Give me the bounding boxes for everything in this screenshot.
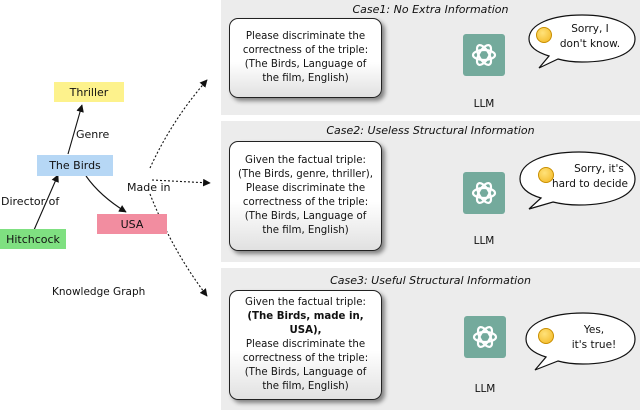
kg-edge-genre: Genre [76, 128, 110, 141]
case1-panel: Case1: No Extra Information Please discr… [221, 0, 640, 115]
prompt-line: the film, English) [262, 381, 349, 392]
speech-bubble-icon [528, 14, 636, 69]
case2-prompt-box: Given the factual triple: (The Birds, ge… [229, 141, 382, 251]
case1-llm-label: LLM [473, 98, 495, 110]
case3-prompt-box: Given the factual triple: (The Birds, ma… [229, 290, 382, 400]
reply-line: Sorry, I [571, 23, 609, 35]
prompt-line: (The Birds, Language of [244, 59, 367, 70]
reply-line: don't know. [559, 38, 621, 50]
prompt-line: (The Birds, Language of [244, 211, 367, 222]
llm-logo-icon [464, 316, 506, 358]
kg-edges [33, 79, 211, 297]
prompt-line: (The Birds, made in, USA), [247, 311, 364, 336]
reply-line: hard to decide [551, 178, 629, 190]
prompt-line: (The Birds, genre, thriller), [238, 169, 373, 180]
kg-node-the-birds: The Birds [37, 155, 113, 176]
prompt-line: Given the factual triple: [245, 297, 366, 308]
case3-reply: Yes, it's true! [557, 323, 631, 353]
case2-panel: Case2: Useless Structural Information Gi… [221, 121, 640, 262]
kg-edge-director-of: Director of [1, 195, 60, 208]
llm-logo-icon [463, 172, 505, 214]
prompt-line: Please discriminate the [245, 183, 366, 194]
case1-prompt-box: Please discriminate the correctness of t… [229, 18, 382, 98]
reply-line: Yes, [583, 324, 605, 336]
reply-line: Sorry, it's [574, 163, 624, 175]
kg-caption: Knowledge Graph [52, 286, 146, 298]
case1-title: Case1: No Extra Information [352, 3, 509, 16]
face-emoji-icon [538, 328, 554, 344]
kg-node-usa: USA [97, 214, 167, 234]
case3-title: Case3: Useful Structural Information [330, 274, 531, 287]
prompt-line: Given the factual triple: [245, 155, 366, 166]
prompt-line: the film, English) [262, 73, 349, 84]
prompt-line: correctness of the triple: [242, 45, 369, 56]
prompt-line: Please discriminate the [245, 31, 366, 42]
reply-line: it's true! [571, 339, 617, 351]
case2-reply: Sorry, it's hard to decide [543, 162, 637, 192]
case2-llm-label: LLM [473, 235, 495, 247]
speech-bubble-icon [519, 151, 636, 210]
speech-bubble-icon [525, 312, 636, 371]
kg-edge-made-in: Made in [127, 181, 171, 194]
face-emoji-icon [536, 27, 552, 43]
kg-node-thriller: Thriller [54, 82, 124, 102]
llm-logo-icon [463, 34, 505, 76]
prompt-line: correctness of the triple: [242, 353, 369, 364]
prompt-line: Please discriminate the [245, 339, 366, 350]
case3-panel: Case3: Useful Structural Information Giv… [221, 268, 640, 410]
prompt-line: correctness of the triple: [242, 197, 369, 208]
case2-title: Case2: Useless Structural Information [326, 124, 535, 137]
case1-reply: Sorry, I don't know. [551, 22, 629, 52]
kg-node-hitchcock: Hitchcock [0, 229, 66, 249]
prompt-line: (The Birds, Language of [244, 367, 367, 378]
prompt-line: the film, English) [262, 225, 349, 236]
case3-llm-label: LLM [474, 383, 496, 395]
face-emoji-icon [538, 167, 554, 183]
